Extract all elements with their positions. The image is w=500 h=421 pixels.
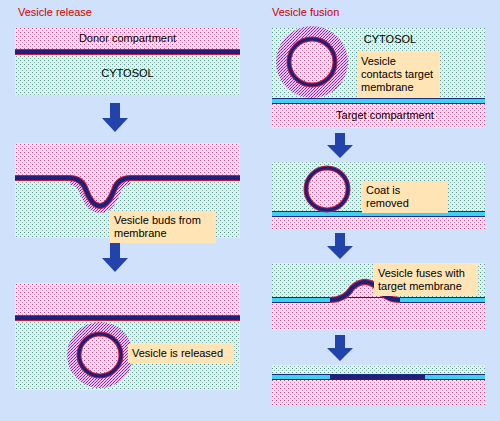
donor-membrane (15, 316, 240, 320)
target-region (272, 162, 485, 229)
vesicle-membrane (289, 39, 335, 85)
vesicle-edge (79, 334, 121, 376)
donor-region (15, 28, 240, 52)
panel-uncoat (272, 162, 485, 229)
region-label: Donor compartment (15, 32, 240, 45)
column-title: Vesicle fusion (272, 6, 392, 19)
vesicle-edge (289, 39, 335, 85)
label-box: Vesicle buds from membrane (110, 211, 216, 243)
vesicle-membrane (306, 168, 348, 210)
vesicle-coat (276, 26, 348, 98)
cytosol-region (272, 365, 485, 377)
label-text: Vesicle fuses with target membrane (378, 267, 474, 293)
donor-membrane (15, 50, 240, 54)
down-arrow (327, 335, 353, 361)
panel-contact (272, 26, 485, 128)
target-region (272, 28, 485, 128)
down-arrow (102, 243, 128, 272)
target-membrane (272, 298, 330, 302)
panel-fused (272, 365, 485, 405)
donor-membrane (15, 178, 240, 206)
down-arrow (327, 233, 353, 259)
target-membrane (400, 298, 485, 302)
vesicle-edge (306, 168, 348, 210)
down-arrow (327, 133, 353, 158)
donor-region (15, 283, 240, 318)
cytosol-region (15, 283, 240, 390)
panel-donor (15, 28, 240, 95)
label-box: Vesicle is released (128, 344, 234, 363)
region-label: Target compartment (300, 109, 470, 122)
vesicle-membrane (79, 334, 121, 376)
membrane-edge (272, 374, 485, 380)
cytosol-region (15, 28, 240, 95)
label-text: Vesicle buds from membrane (114, 214, 212, 240)
target-region (272, 365, 485, 405)
membrane-edge (272, 297, 485, 303)
target-membrane (272, 99, 485, 103)
membrane-edge (272, 98, 485, 104)
cytosol-region (272, 263, 485, 330)
label-text: Vesicle contacts target membrane (361, 55, 435, 94)
target-membrane (425, 375, 485, 379)
cytosol-region (272, 162, 485, 214)
label-box: Vesicle fuses with target membrane (374, 264, 478, 296)
down-arrow (102, 103, 128, 132)
membrane-edge (15, 178, 240, 206)
label-text: Coat is removed (366, 184, 444, 210)
label-box: Vesicle contacts target membrane (357, 52, 439, 97)
region-label: CYTOSOL (15, 67, 240, 80)
target-membrane (272, 375, 330, 379)
label-box: Coat is removed (362, 181, 448, 213)
region-label: CYTOSOL (355, 33, 425, 46)
donor-region (15, 143, 240, 206)
vesicle-membrane (330, 375, 425, 379)
membrane-edge (15, 315, 240, 321)
label-text: Vesicle is released (132, 347, 230, 360)
panel-fusing (272, 263, 485, 330)
membrane-edge (15, 49, 240, 55)
vesicle-coat (67, 322, 133, 388)
column-title: Vesicle release (18, 6, 138, 19)
panel-released (15, 283, 240, 390)
